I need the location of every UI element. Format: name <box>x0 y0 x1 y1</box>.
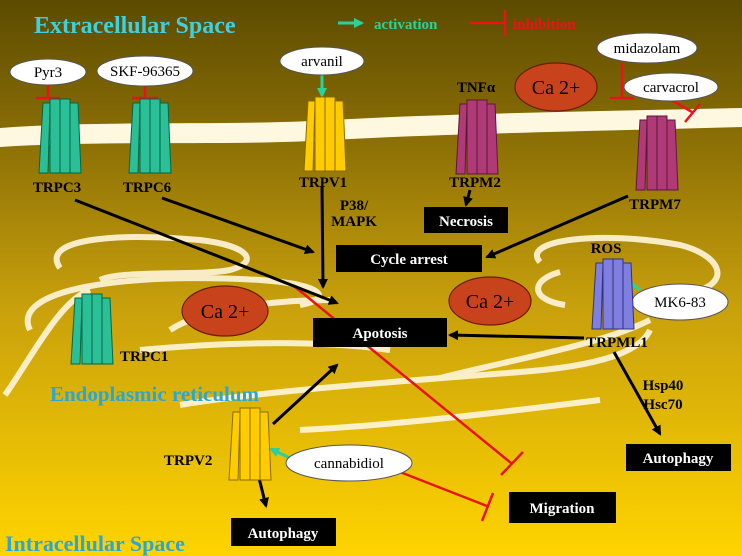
calcium-ion-lysosome <box>448 276 532 326</box>
mk683-label: MK6-83 <box>654 295 706 311</box>
p38-label: P38/ <box>340 198 369 214</box>
mapk-label: MAPK <box>331 214 377 230</box>
calcium-label-lysosome: Ca 2+ <box>466 291 515 313</box>
trpv1-label: TRPV1 <box>299 175 347 191</box>
midazolam-label: midazolam <box>614 41 681 57</box>
apoptosis-label: Apotosis <box>352 326 407 342</box>
carvacrol-ellipse <box>623 72 719 102</box>
trpm2-channel <box>455 99 499 175</box>
trpml1-to-autophagy-arrow <box>612 351 662 436</box>
hsp40-label: Hsp40 <box>643 378 684 394</box>
arvanil-ellipse <box>279 46 365 76</box>
carvacrol-label: carvacrol <box>643 80 699 96</box>
midazolam-ellipse <box>596 32 698 64</box>
intracellular-title: Intracellular Space <box>5 531 185 556</box>
trpv2-channel <box>228 407 272 481</box>
migration-box <box>509 492 616 523</box>
pathway-arrows <box>74 185 662 508</box>
legend: activation inhibition <box>338 10 576 36</box>
trpc3-channel <box>38 98 82 174</box>
trpml1-to-apoptosis-arrow <box>448 330 585 341</box>
trpm7-label: TRPM7 <box>629 197 681 213</box>
hsc70-label: Hsc70 <box>643 397 682 413</box>
carvacrol-inhibition-bar <box>684 103 701 123</box>
trpm7-channel <box>635 115 679 191</box>
trpm2-to-necrosis-arrow <box>463 189 473 207</box>
cannabidiol-label: cannabidiol <box>314 456 384 472</box>
calcium-label-extracellular: Ca 2+ <box>532 77 581 99</box>
ion-channels <box>38 96 679 481</box>
channel-labels: TRPC3 TRPC6 TRPV1 TRPM2 TRPM7 TRPC1 TRPM… <box>33 175 681 469</box>
cycle-arrest-box <box>336 245 482 272</box>
trpm2-label: TRPM2 <box>449 175 501 191</box>
migration-inhibition-bar-upper <box>500 451 524 476</box>
tnf-label: TNFα <box>457 80 496 96</box>
trpv2-to-apoptosis-arrow <box>271 363 339 426</box>
trpv2-label: TRPV2 <box>164 453 212 469</box>
modulators: Pyr3 SKF-96365 arvanil midazolam carvacr… <box>9 32 729 482</box>
necrosis-label: Necrosis <box>439 214 493 230</box>
trpml1-label: TRPML1 <box>586 335 648 351</box>
calcium-ion-er <box>181 285 269 337</box>
mediators: TNFα P38/ MAPK ROS Hsp40 Hsc70 <box>331 80 683 413</box>
trpc6-to-cycle-arrest-arrow <box>161 196 315 255</box>
trpc6-label: TRPC6 <box>123 180 172 196</box>
apoptosis-box <box>313 318 447 347</box>
pyr3-label: Pyr3 <box>34 65 62 81</box>
trpc3-to-apoptosis-arrow <box>74 198 339 305</box>
trpc1-channel <box>70 293 114 365</box>
trpv1-channel <box>303 96 347 172</box>
trpv1-to-apoptosis-arrow <box>317 185 328 289</box>
arvanil-label: arvanil <box>301 54 343 70</box>
trpc6-channel <box>128 98 172 174</box>
migration-label: Migration <box>530 501 596 517</box>
cannabidiol-migration-inhibition-line <box>399 470 488 508</box>
extracellular-title: Extracellular Space <box>34 13 236 39</box>
cannabidiol-ellipse <box>285 444 413 482</box>
activation-legend-label: activation <box>374 17 438 33</box>
trpm7-to-cycle-arrest-arrow <box>485 194 629 259</box>
apoptosis-to-migration-inhibition-line <box>293 285 512 464</box>
ros-label: ROS <box>591 241 622 257</box>
pyr3-ellipse <box>9 58 87 86</box>
autophagy-label-bottom: Autophagy <box>248 526 319 542</box>
inhibition-legend-label: inhibition <box>513 17 576 33</box>
calcium-ion-extracellular <box>514 62 598 112</box>
trpc1-label: TRPC1 <box>120 349 168 365</box>
trpc3-label: TRPC3 <box>33 180 81 196</box>
necrosis-box <box>424 207 508 233</box>
cycle-arrest-label: Cycle arrest <box>370 252 448 268</box>
skf-label: SKF-96365 <box>110 64 180 80</box>
plasma-membrane <box>0 108 742 147</box>
autophagy-box-bottom <box>231 518 336 546</box>
trpml1-channel <box>591 258 635 330</box>
outcomes: Necrosis Cycle arrest Apotosis Autophagy… <box>231 207 731 546</box>
autophagy-box-right <box>626 444 731 471</box>
skf-ellipse <box>96 55 194 87</box>
calcium-label-er: Ca 2+ <box>201 301 250 323</box>
autophagy-label-right: Autophagy <box>643 451 714 467</box>
migration-inhibition-bar-lower <box>480 492 495 522</box>
er-title: Endoplasmic reticulum <box>50 382 260 406</box>
